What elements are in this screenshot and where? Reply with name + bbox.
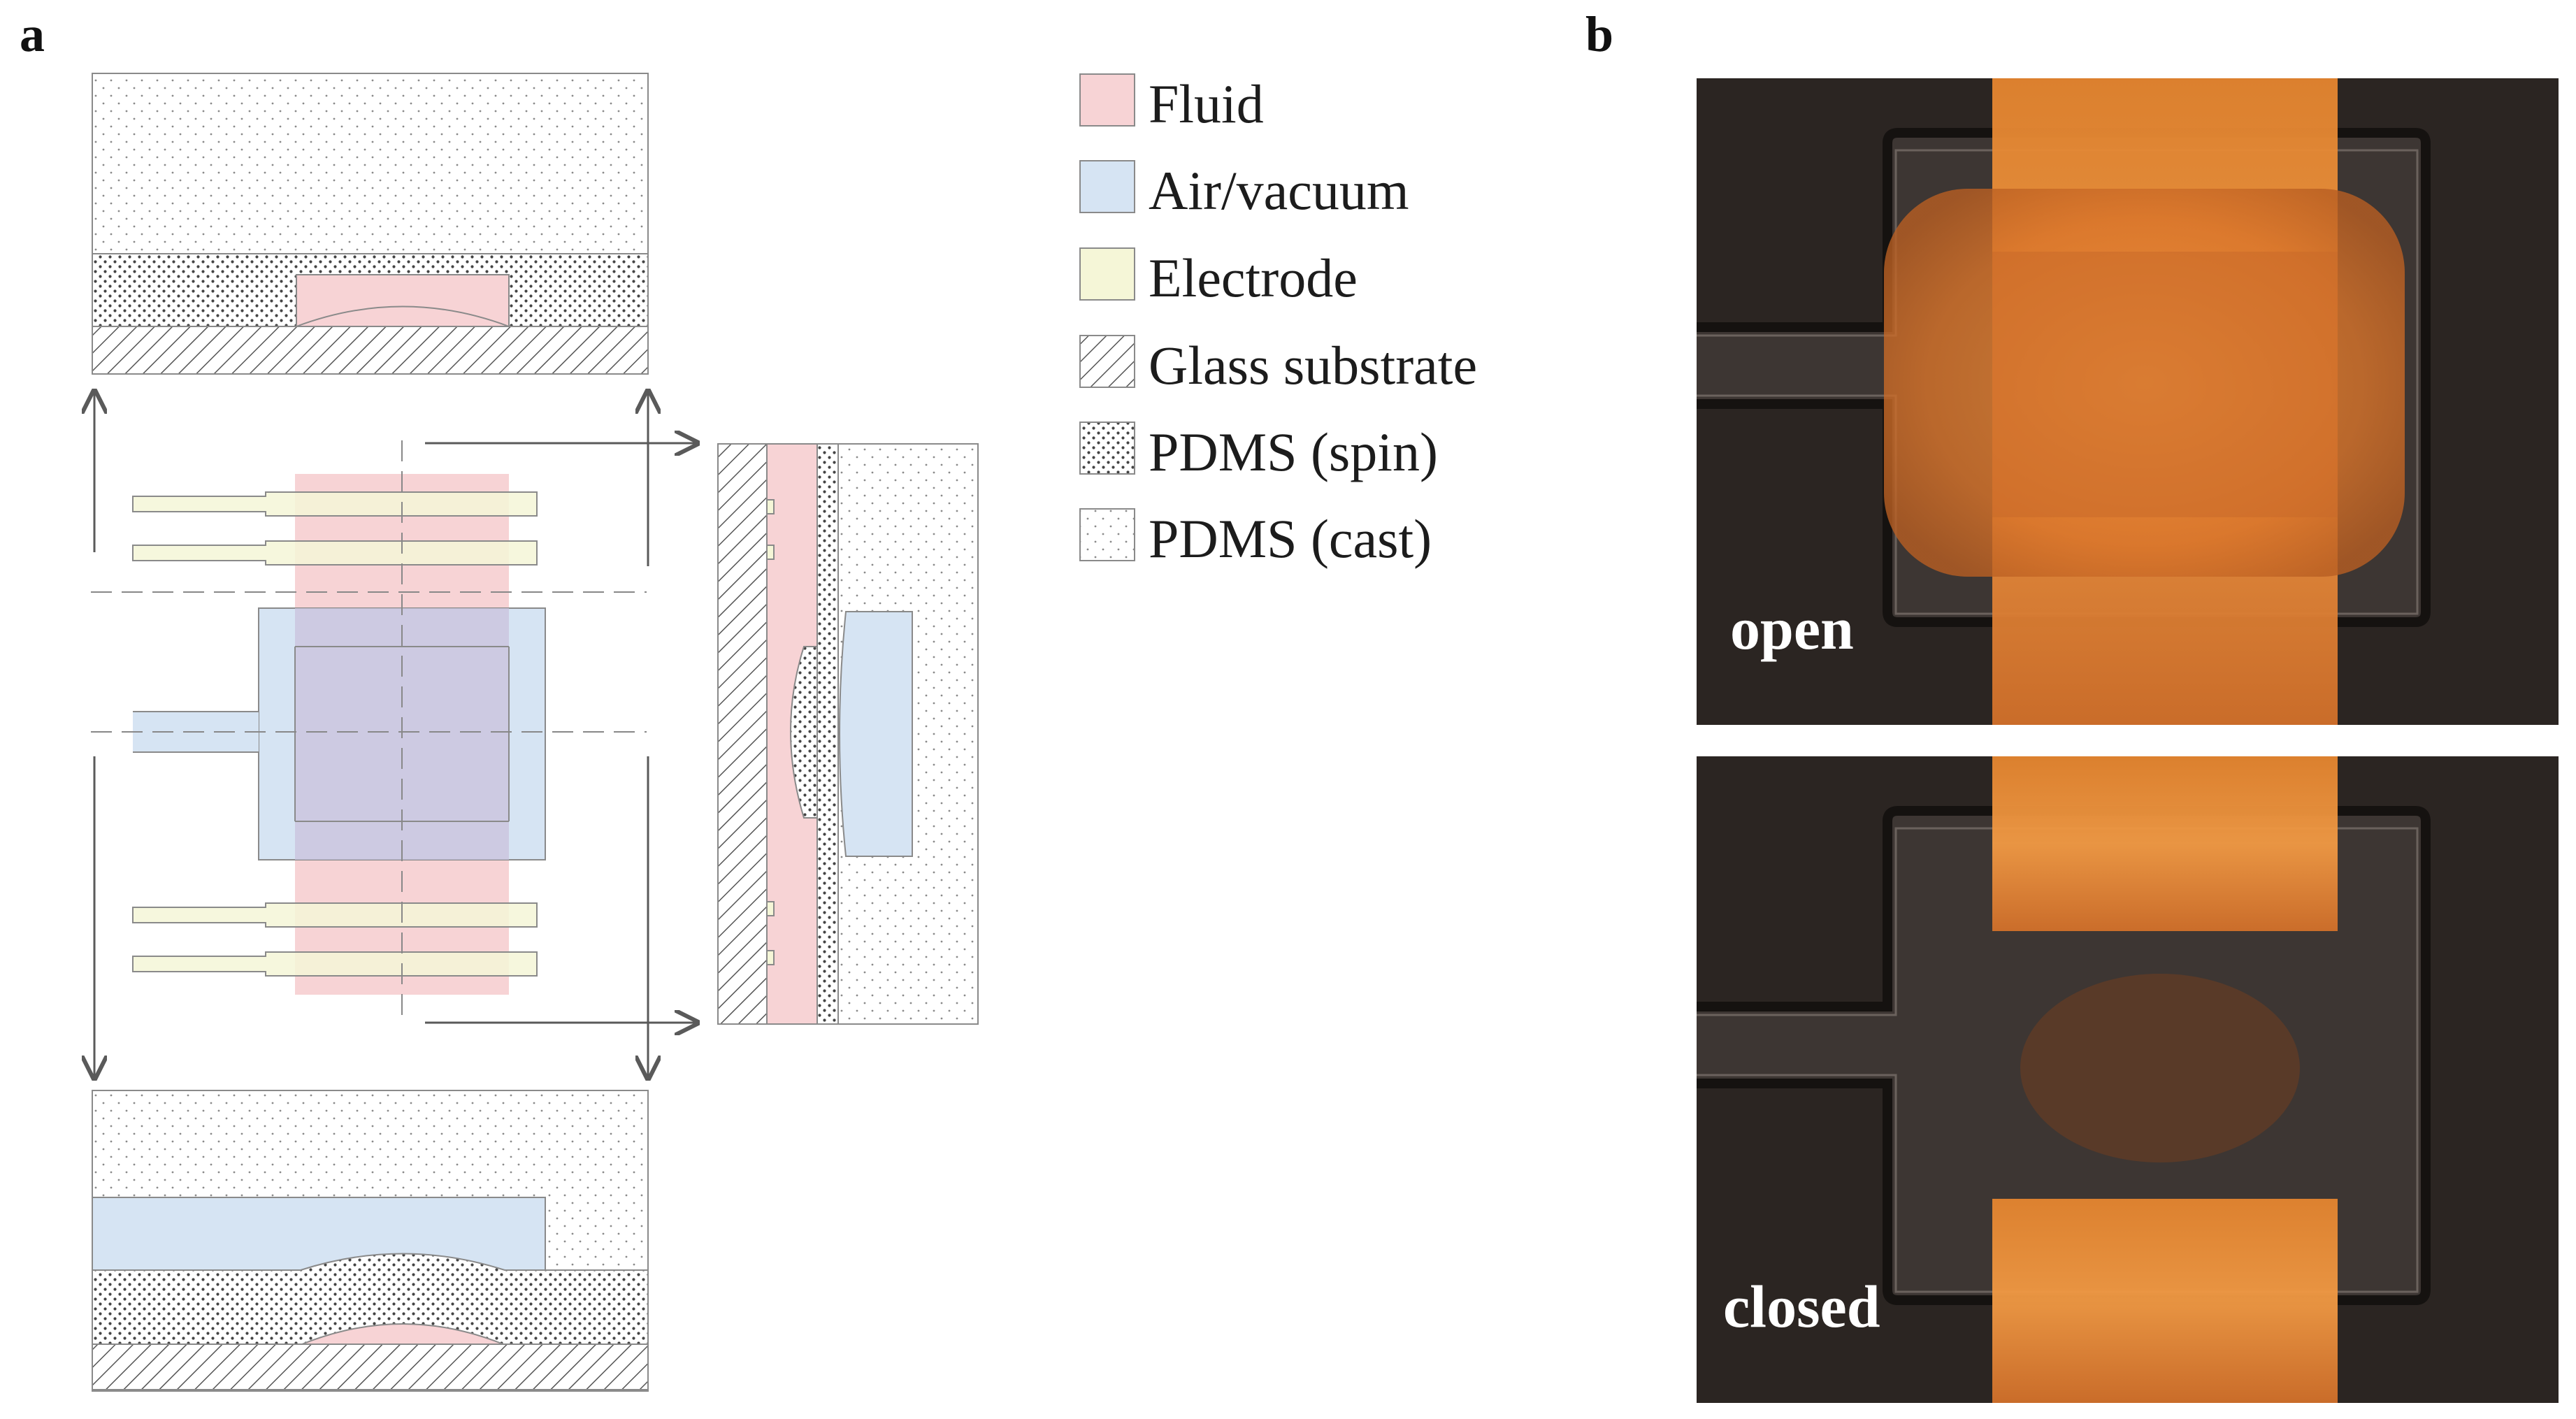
legend-label-pdms-cast: PDMS (cast) [1149, 508, 1432, 569]
photo-closed: closed [1697, 756, 2559, 1403]
legend-label-fluid: Fluid [1149, 73, 1264, 134]
photo-label-closed: closed [1723, 1273, 1880, 1340]
legend-label-electrode: Electrode [1149, 247, 1358, 308]
legend-item-electrode: Electrode [1079, 247, 1358, 308]
photo-label-open: open [1730, 595, 1854, 662]
legend: Fluid Air/vacuum Electrode Glass substra… [1079, 73, 1477, 569]
section-arrows [94, 393, 696, 1076]
photo-open: open [1697, 78, 2559, 725]
legend-label-air: Air/vacuum [1149, 160, 1409, 221]
legend-item-pdms-cast: PDMS (cast) [1079, 508, 1432, 569]
plan-view [91, 440, 647, 1024]
legend-label-pdms-spin: PDMS (spin) [1149, 422, 1438, 482]
bottom-cross-section [92, 1090, 649, 1392]
electrode-pair-top [132, 491, 538, 566]
legend-item-glass: Glass substrate [1079, 335, 1477, 396]
side-cross-section [717, 443, 979, 1025]
panel-label-a: a [20, 6, 45, 62]
legend-label-glass: Glass substrate [1149, 335, 1477, 396]
electrode-pair-bottom [132, 902, 538, 977]
legend-item-air: Air/vacuum [1079, 160, 1409, 221]
legend-item-pdms-spin: PDMS (spin) [1079, 422, 1438, 482]
panel-label-b: b [1585, 6, 1614, 62]
legend-item-fluid: Fluid [1079, 73, 1264, 134]
top-cross-section [92, 73, 649, 375]
